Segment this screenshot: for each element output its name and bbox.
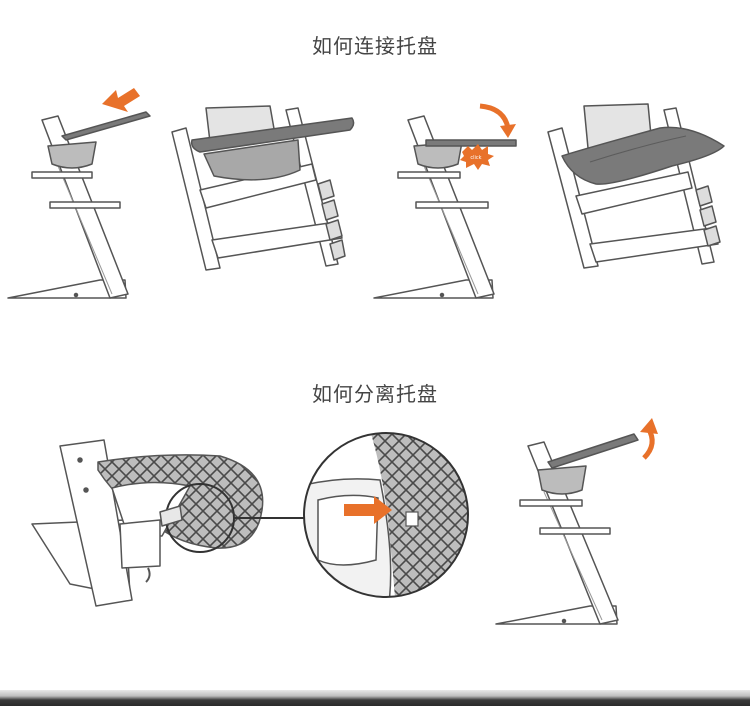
connect-step-1-arrow [102,88,140,112]
separate-step-1-underside-view [31,439,264,607]
svg-text:click: click [470,155,481,161]
zoom-detail-circle [303,432,469,598]
connect-step-1-side-view [7,111,151,299]
separate-step-2-lift-arrow [640,418,658,460]
connect-section-title: 如何连接托盘 [312,34,438,58]
separate-section-title: 如何分离托盘 [312,382,438,406]
connect-step-2-perspective-view [171,105,355,271]
click-badge: click [460,144,494,170]
separate-step-2-side-view [495,433,639,625]
connect-step-4-perspective-view [547,103,725,269]
connect-step-3-rotate-arrow [479,103,516,138]
connect-step-3-side-view [373,115,517,299]
release-latch-arrow [344,496,392,524]
bottom-edge-strip [0,690,750,706]
